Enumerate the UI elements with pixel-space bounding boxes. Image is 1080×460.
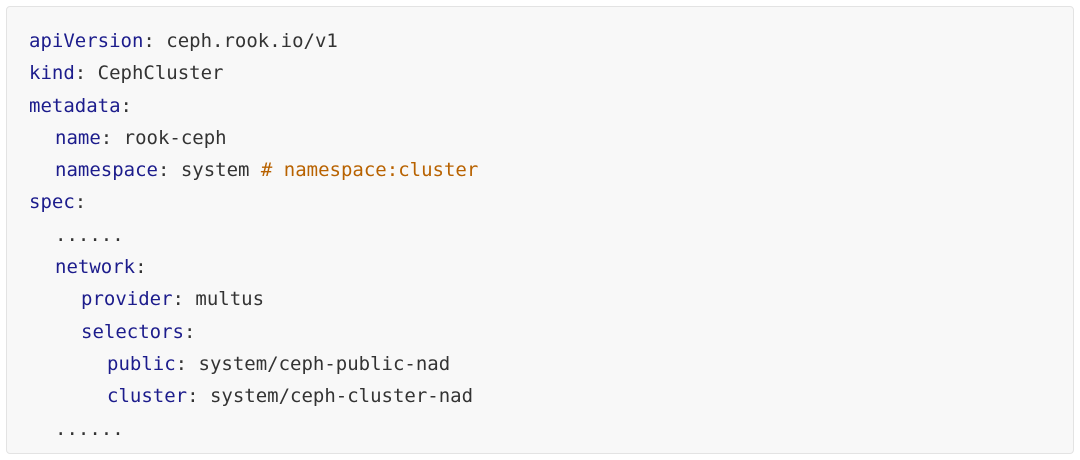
code-line-kind: kind: CephCluster [29,57,478,89]
code-line-apiversion: apiVersion: ceph.rook.io/v1 [29,25,478,57]
yaml-separator: : [183,320,196,343]
yaml-separator: : [175,352,199,375]
code-line-spec: spec: [29,186,478,218]
yaml-value: system/ceph-cluster-nad [209,385,474,408]
yaml-ellipsis: ...... [55,417,124,440]
yaml-separator: : [74,191,87,214]
yaml-separator: : [135,256,147,279]
code-line-selectors: selectors: [29,316,478,348]
yaml-value: multus [195,288,265,311]
code-line-public: public: system/ceph-public-nad [29,348,478,380]
yaml-key: cluster [107,385,188,408]
code-line-name: name: rook-ceph [29,122,478,154]
yaml-ellipsis: ...... [55,223,124,246]
yaml-value: ceph.rook.io/v1 [166,30,338,52]
code-line-cluster: cluster: system/ceph-cluster-nad [29,380,478,412]
yaml-separator: : [120,94,132,117]
yaml-separator: : [187,385,210,408]
code-line-provider: provider: multus [29,283,478,315]
code-line-namespace: namespace: system # namespace:cluster [29,154,478,186]
yaml-comment: # namespace:cluster [260,159,479,182]
yaml-value: system [180,159,261,182]
yaml-key: metadata [29,94,121,117]
yaml-key: spec [29,191,75,214]
yaml-separator: : [172,288,196,311]
code-panel: apiVersion: ceph.rook.io/v1 kind: CephCl… [6,6,1074,454]
yaml-key: public [107,352,176,375]
code-line-ellipsis: ...... [29,219,478,251]
code-line-network: network: [29,251,478,283]
yaml-value: rook-ceph [123,126,227,149]
code-line-metadata: metadata: [29,90,478,122]
code-line-ellipsis: ...... [29,413,478,445]
yaml-key: namespace [55,159,158,182]
yaml-separator: : [100,126,124,149]
yaml-separator: : [143,30,167,52]
yaml-separator: : [157,159,181,182]
yaml-key: name [55,126,101,149]
yaml-value: system/ceph-public-nad [198,352,451,375]
yaml-key: kind [29,62,75,85]
yaml-key: apiVersion [29,30,144,52]
yaml-key: selectors [81,320,184,343]
yaml-value: CephCluster [97,62,224,85]
yaml-code-block: apiVersion: ceph.rook.io/v1 kind: CephCl… [29,25,478,445]
yaml-key: provider [81,288,173,311]
yaml-separator: : [74,62,98,85]
yaml-key: network [55,256,136,279]
